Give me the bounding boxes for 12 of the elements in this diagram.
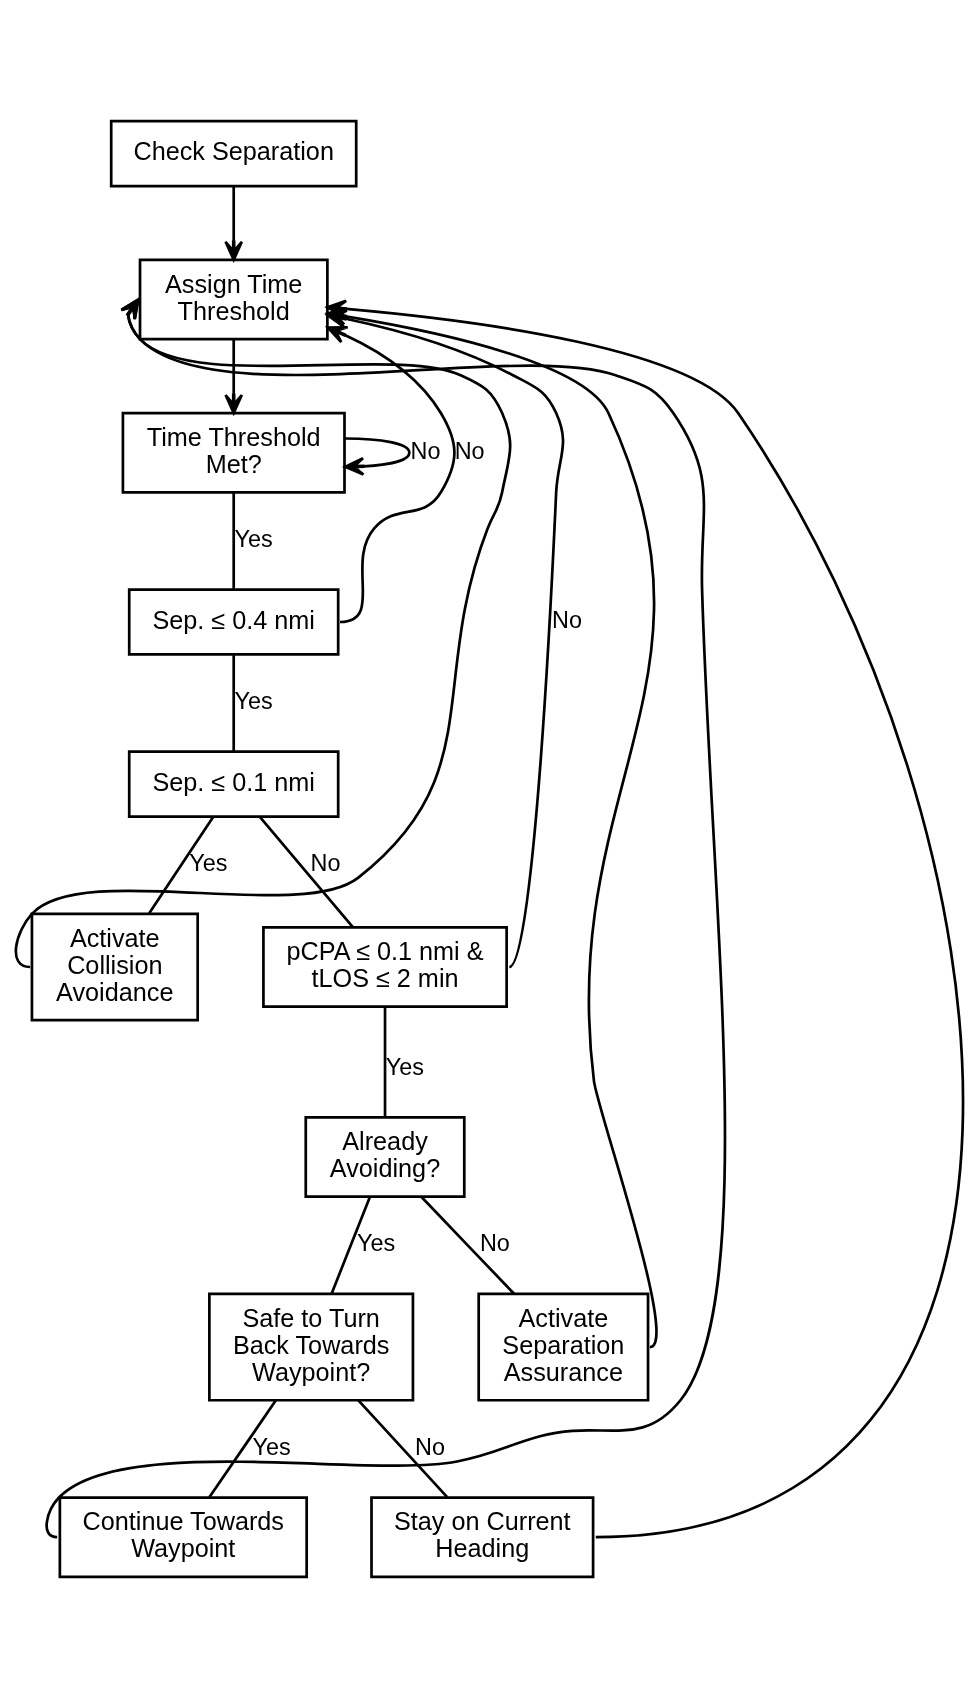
edge-label: Yes: [189, 849, 228, 876]
edge-label: No: [454, 437, 485, 464]
edge-label: Yes: [252, 1433, 291, 1460]
edge-label: No: [415, 1433, 446, 1460]
edge-label: Yes: [385, 1053, 424, 1080]
edge-label: Yes: [356, 1229, 396, 1256]
edge-label: No: [310, 849, 341, 876]
edge-label: Yes: [234, 687, 273, 714]
edge-label: No: [552, 606, 582, 633]
edge-label: No: [410, 437, 441, 464]
edge-label: Yes: [234, 525, 273, 552]
edge-label: No: [479, 1229, 510, 1256]
